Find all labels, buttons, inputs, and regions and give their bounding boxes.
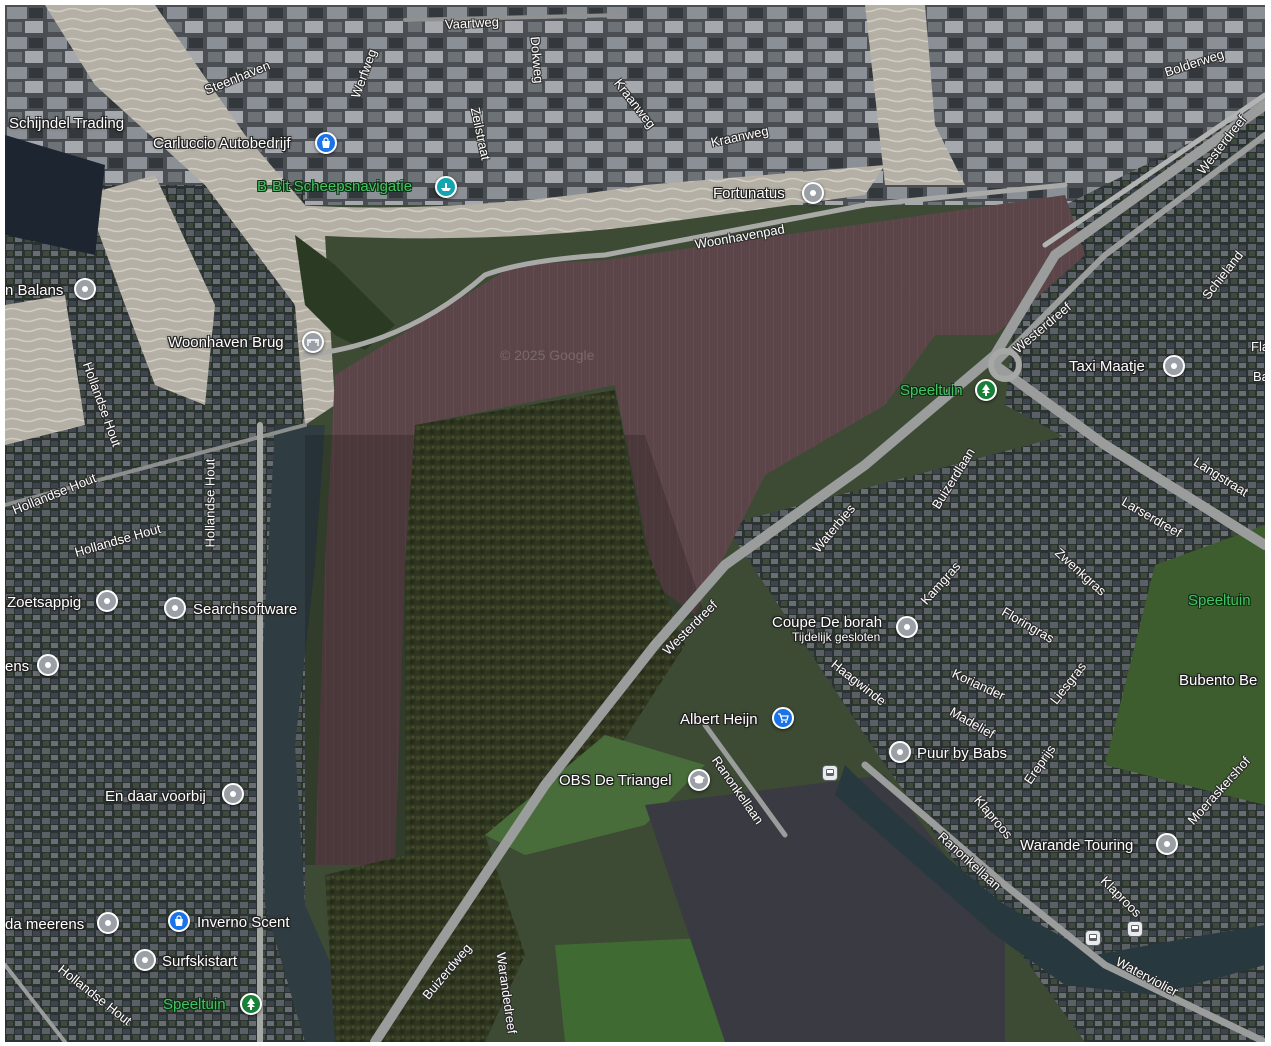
bus-stop-icon[interactable]	[1085, 930, 1101, 946]
place-label-inverno-scent[interactable]: Inverno Scent	[197, 914, 290, 931]
place-label-speeltuin[interactable]: Speeltuin	[900, 382, 963, 399]
place-label-searchsoftware[interactable]: Searchsoftware	[193, 601, 298, 618]
place-pin-icon[interactable]	[96, 590, 118, 612]
road-label-hollandse-hout: Hollandse Hout	[202, 458, 218, 548]
place-label-b-bit[interactable]: B-Bit Scheepsnavigatie	[257, 178, 413, 195]
place-label-puur-by-babs[interactable]: Puur by Babs	[917, 745, 1008, 762]
place-pin-icon[interactable]	[74, 278, 96, 300]
place-label-schijndel-trading[interactable]: Schijndel Trading	[9, 115, 125, 132]
shopping-bag-icon[interactable]	[315, 132, 337, 154]
place-label-woonhaven-brug[interactable]: Woonhaven Brug	[168, 334, 284, 351]
map-watermark: © 2025 Google	[500, 347, 595, 363]
tree-icon[interactable]	[240, 993, 262, 1015]
place-label-zoetsappig[interactable]: Zoetsappig	[7, 594, 82, 611]
bridge-icon[interactable]	[302, 331, 324, 353]
place-pin-icon[interactable]	[889, 741, 911, 763]
place-status-closed: Tijdelijk gesloten	[792, 630, 881, 644]
tree-icon[interactable]	[975, 379, 997, 401]
satellite-map[interactable]: © 2025 Google Vaartweg Dokweg Werfweg St…	[5, 5, 1265, 1042]
place-label-coupe-de-borah[interactable]: Coupe De borah	[772, 614, 883, 631]
bus-stop-icon[interactable]	[822, 765, 838, 781]
road-label-vaartweg: Vaartweg	[444, 14, 500, 32]
place-label-balans[interactable]: n Balans	[5, 282, 64, 299]
place-pin-icon[interactable]	[896, 616, 918, 638]
place-label-da-meerens[interactable]: da meerens	[5, 916, 85, 933]
road-label-fla: Fla	[1251, 339, 1265, 354]
road-label-ba: Ba	[1253, 369, 1265, 384]
shopping-cart-icon[interactable]	[772, 707, 794, 729]
place-label-ens[interactable]: ens	[5, 658, 30, 675]
bus-stop-icon[interactable]	[1127, 921, 1143, 937]
place-label-carluccio[interactable]: Carluccio Autobedrijf	[153, 135, 291, 152]
place-label-en-daar-voorbij[interactable]: En daar voorbij	[105, 788, 206, 805]
place-pin-icon[interactable]	[134, 949, 156, 971]
shopping-bag-icon[interactable]	[168, 910, 190, 932]
place-label-obs-de-triangel[interactable]: OBS De Triangel	[559, 772, 672, 789]
place-label-speeltuin[interactable]: Speeltuin	[1188, 592, 1251, 609]
place-label-surfskistart[interactable]: Surfskistart	[162, 953, 238, 970]
place-pin-icon[interactable]	[1156, 833, 1178, 855]
place-label-bubento[interactable]: Bubento Be	[1179, 672, 1258, 689]
boat-icon[interactable]	[435, 176, 457, 198]
place-pin-icon[interactable]	[222, 783, 244, 805]
place-label-fortunatus[interactable]: Fortunatus	[713, 185, 785, 202]
place-pin-icon[interactable]	[802, 182, 824, 204]
place-pin-icon[interactable]	[164, 597, 186, 619]
place-pin-icon[interactable]	[37, 654, 59, 676]
place-label-speeltuin[interactable]: Speeltuin	[163, 996, 226, 1013]
school-icon[interactable]	[688, 769, 710, 791]
place-pin-icon[interactable]	[1163, 355, 1185, 377]
satellite-imagery	[5, 5, 1265, 1042]
place-label-taxi-maatje[interactable]: Taxi Maatje	[1069, 358, 1145, 375]
place-pin-icon[interactable]	[97, 912, 119, 934]
place-label-warande-touring[interactable]: Warande Touring	[1020, 837, 1134, 854]
place-label-albert-heijn[interactable]: Albert Heijn	[680, 711, 758, 728]
